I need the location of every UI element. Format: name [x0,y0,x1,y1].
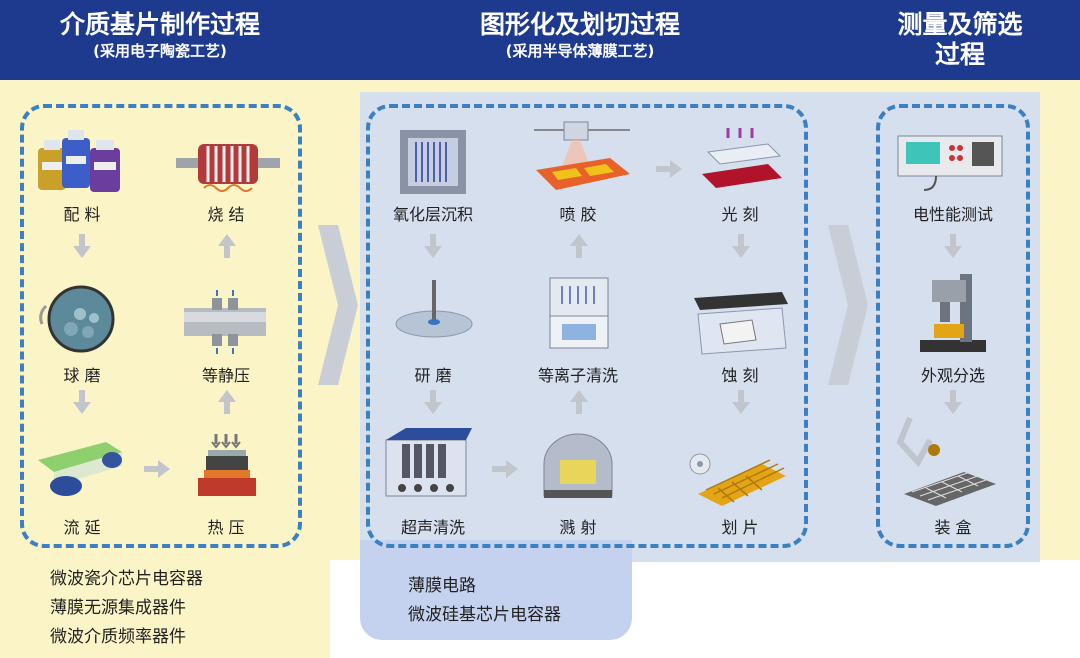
ceramic-title: 介质基片制作过程 [59,10,260,39]
arrow-down-icon [732,234,750,258]
step-lithography-label: 光 刻 [721,205,759,224]
lithography-icon [702,128,782,188]
film-applications: 薄膜电路 微波硅基芯片电容器 [408,572,561,630]
oxide-deposition-icon [400,130,466,194]
film-application-box [360,540,632,640]
film-subtitle: (采用半导体薄膜工艺) [505,42,655,60]
arrow-up-icon [570,234,588,258]
ultrasonic-cleaner-icon [385,428,472,497]
arrow-down-icon [732,390,750,414]
arrow-down-icon [424,234,442,258]
film-group-border [366,104,808,548]
dicing-icon [689,453,786,506]
hot-press-icon [198,434,256,496]
chevron-right-icon [318,225,358,385]
header-ceramic: 介质基片制作过程 (采用电子陶瓷工艺) [0,0,320,80]
plasma-cleaner-icon [549,277,609,349]
step-dicing-label: 划 片 [721,518,759,537]
sputtering-chamber-icon [543,433,613,498]
ball-mill-icon [39,285,115,353]
film-application-item: 微波硅基芯片电容器 [408,605,561,625]
etching-icon [694,292,788,355]
arrow-down-icon [944,390,962,414]
arrow-up-icon [570,390,588,414]
step-electrical-test-label: 电性能测试 [912,205,993,224]
step-spray-coating-label: 喷 胶 [559,205,597,224]
ceramic-application-item: 微波介质频率器件 [50,627,186,647]
film-application-item: 薄膜电路 [408,576,476,596]
step-oxide-deposition-label: 氧化层沉积 [392,205,473,224]
ceramic-group-border [20,104,302,548]
arrow-right-icon [492,460,518,478]
isostatic-press-icon [184,290,266,354]
arrow-up-icon [218,390,236,414]
step-ultrasonic-cleaning-label: 超声清洗 [400,518,465,537]
ceramic-application-item: 薄膜无源集成器件 [50,598,186,618]
spray-coating-icon [534,121,630,190]
step-sintering-label: 烧 结 [207,205,245,224]
packaging-robot-icon [896,416,996,506]
test-group-border [876,104,1030,548]
batching-bottles-icon [38,130,120,192]
step-packaging-label: 装 盒 [934,518,972,537]
film-title: 图形化及划切过程 [479,10,680,39]
step-plasma-cleaning-label: 等离子清洗 [537,366,618,385]
step-ball-milling-label: 球 磨 [63,366,101,385]
step-batching-label: 配 料 [63,205,101,224]
step-grinding-label: 研 磨 [414,366,452,385]
step-etching-label: 蚀 刻 [721,366,759,385]
step-tape-casting-label: 流 延 [63,518,101,537]
step-sputtering-label: 溅 射 [559,518,597,537]
arrow-down-icon [944,234,962,258]
electrical-tester-icon [897,135,1003,191]
sintering-furnace-icon [176,144,280,192]
step-visual-sorting-label: 外观分选 [920,366,985,385]
step-isostatic-press-label: 等静压 [201,366,250,385]
test-title-line1: 测量及筛选 [897,10,1023,39]
microscope-icon [920,274,986,352]
tape-casting-icon [38,442,122,496]
test-title-line2: 过程 [934,40,985,69]
arrow-right-icon [656,160,682,178]
step-hot-press-label: 热 压 [207,518,245,537]
arrow-down-icon [73,390,91,414]
arrow-down-icon [424,390,442,414]
ceramic-subtitle: (采用电子陶瓷工艺) [93,42,227,60]
header-film: 图形化及划切过程 (采用半导体薄膜工艺) [320,0,840,80]
arrow-down-icon [73,234,91,258]
grinding-icon [395,280,473,338]
ceramic-applications: 微波瓷介芯片电容器 薄膜无源集成器件 微波介质频率器件 [50,565,203,652]
arrow-right-icon [144,460,170,478]
arrow-up-icon [218,234,236,258]
chevron-right-icon [828,225,868,385]
ceramic-application-item: 微波瓷介芯片电容器 [50,569,203,589]
header-test: 测量及筛选 过程 [840,0,1080,80]
